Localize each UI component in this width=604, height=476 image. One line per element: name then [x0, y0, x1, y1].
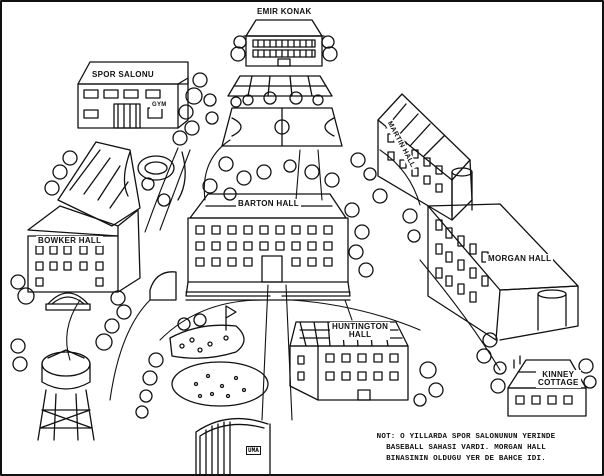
artist-signature: UMA — [246, 446, 261, 455]
note-line-1: NOT: O YILLARDA SPOR SALONUNUN YERINDE — [376, 433, 556, 441]
note-line-3: BINASININ OLDUGU YER DE BAHCE IDI. — [386, 455, 546, 463]
entrance-gate — [195, 418, 271, 476]
label-kinney-line-1: KINNEY — [542, 370, 575, 379]
roundabout — [123, 151, 186, 201]
note-line-2: BASEBALL SAHASI VARDI. MORGAN HALL — [386, 444, 546, 452]
trees-east — [402, 208, 597, 407]
label-huntington-hall: HUNTINGTON HALL — [330, 322, 391, 340]
label-gym: GYM — [150, 101, 169, 109]
building-morgan-hall[interactable] — [427, 203, 579, 341]
label-kinney-cottage: KINNEY COTTAGE — [536, 370, 581, 388]
building-martin-hall[interactable] — [377, 93, 473, 221]
label-emir-konak: EMIR KONAK — [255, 7, 314, 17]
water-tower — [37, 349, 95, 441]
label-morgan-hall: MORGAN HALL — [486, 254, 554, 264]
sports-court — [221, 75, 343, 147]
label-huntington-line-1: HUNTINGTON — [332, 322, 389, 331]
label-kinney-line-2: COTTAGE — [538, 378, 579, 387]
building-emir-konak[interactable] — [230, 19, 338, 67]
label-huntington-line-2: HALL — [348, 330, 372, 339]
label-bowker-hall: BOWKER HALL — [36, 236, 104, 246]
trees-west — [10, 150, 171, 372]
building-barton-hall[interactable] — [149, 193, 351, 301]
label-barton-hall: BARTON HALL — [236, 199, 301, 209]
south-gardens — [135, 305, 269, 419]
label-spor-salonu: SPOR SALONU — [90, 70, 156, 80]
trees-gym — [172, 72, 219, 146]
trees-central — [202, 152, 388, 278]
building-bowker-hall[interactable] — [27, 141, 141, 311]
map-note: NOT: O YILLARDA SPOR SALONUNUN YERINDE B… — [350, 432, 582, 465]
campus-paths — [66, 139, 501, 421]
